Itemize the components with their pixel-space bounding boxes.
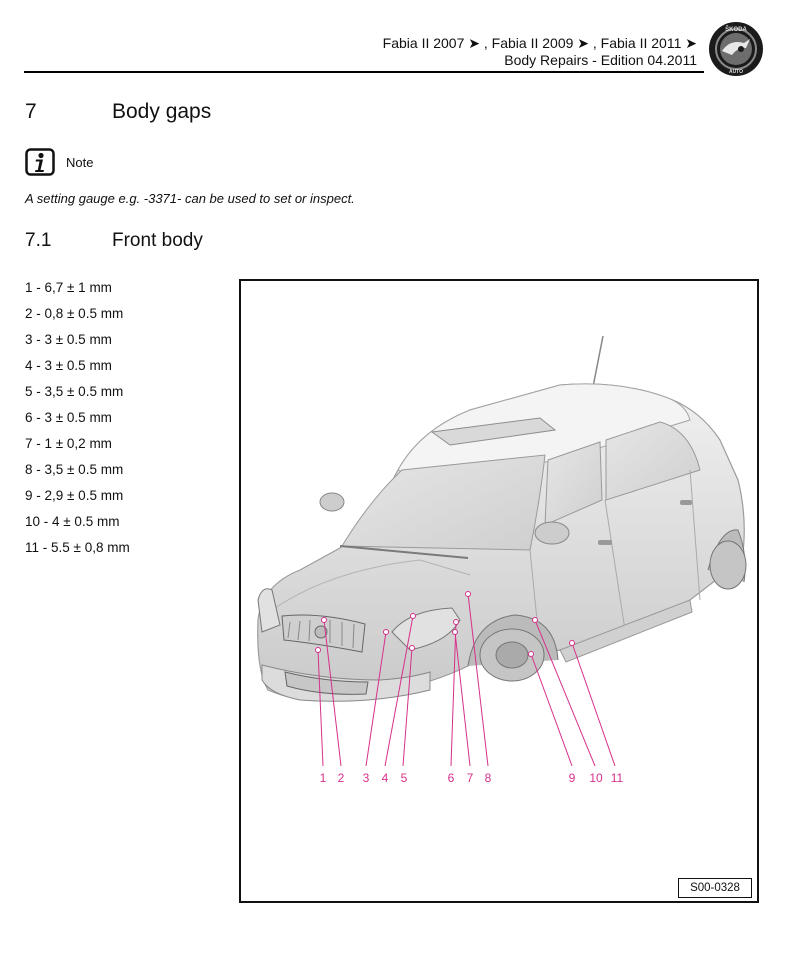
list-item: 5 - 3,5 ± 0.5 mm bbox=[25, 384, 124, 399]
list-item: 6 - 3 ± 0.5 mm bbox=[25, 410, 112, 425]
list-item: 2 - 0,8 ± 0.5 mm bbox=[25, 306, 124, 321]
callout-11: 11 bbox=[611, 771, 624, 785]
list-item: 4 - 3 ± 0.5 mm bbox=[25, 358, 112, 373]
list-item: 10 - 4 ± 0.5 mm bbox=[25, 514, 120, 529]
header-rule bbox=[24, 71, 704, 73]
skoda-logo-icon: ŠKODA AUTO bbox=[709, 22, 763, 76]
callout-10: 10 bbox=[589, 771, 603, 785]
figure-code: S00-0328 bbox=[678, 878, 752, 898]
note-text: A setting gauge e.g. -3371- can be used … bbox=[25, 191, 355, 206]
section-number: 7 bbox=[25, 100, 37, 123]
subsection-number: 7.1 bbox=[25, 230, 52, 251]
svg-text:ŠKODA: ŠKODA bbox=[725, 25, 747, 33]
callout-1: 1 bbox=[320, 771, 327, 785]
manual-edition: Body Repairs - Edition 04.2011 bbox=[504, 52, 697, 68]
callout-6: 6 bbox=[448, 771, 455, 785]
note-label: Note bbox=[66, 155, 94, 170]
callout-8: 8 bbox=[485, 771, 492, 785]
callout-3: 3 bbox=[363, 771, 370, 785]
callout-points bbox=[315, 591, 575, 657]
callout-leaders bbox=[317, 593, 616, 767]
callout-7: 7 bbox=[467, 771, 474, 785]
gap-spec-list: 1 - 6,7 ± 1 mm 2 - 0,8 ± 0.5 mm 3 - 3 ± … bbox=[25, 280, 130, 566]
section-title: Body gaps bbox=[112, 100, 212, 123]
callout-2: 2 bbox=[338, 771, 345, 785]
list-item: 11 - 5.5 ± 0,8 mm bbox=[25, 540, 130, 555]
callout-labels: 1 2 3 4 5 6 7 8 9 10 11 bbox=[320, 771, 624, 785]
list-item: 9 - 2,9 ± 0.5 mm bbox=[25, 488, 124, 503]
list-item: 8 - 3,5 ± 0.5 mm bbox=[25, 462, 124, 477]
info-icon bbox=[25, 148, 55, 176]
list-item: 1 - 6,7 ± 1 mm bbox=[25, 280, 112, 295]
subsection-title: Front body bbox=[112, 230, 203, 251]
list-item: 3 - 3 ± 0.5 mm bbox=[25, 332, 112, 347]
callout-5: 5 bbox=[401, 771, 408, 785]
list-item: 7 - 1 ± 0,2 mm bbox=[25, 436, 112, 451]
svg-text:AUTO: AUTO bbox=[729, 69, 743, 75]
callout-4: 4 bbox=[382, 771, 389, 785]
page-header: Fabia II 2007 ➤ , Fabia II 2009 ➤ , Fabi… bbox=[0, 0, 801, 76]
model-applicability: Fabia II 2007 ➤ , Fabia II 2009 ➤ , Fabi… bbox=[382, 35, 697, 51]
callout-9: 9 bbox=[569, 771, 576, 785]
